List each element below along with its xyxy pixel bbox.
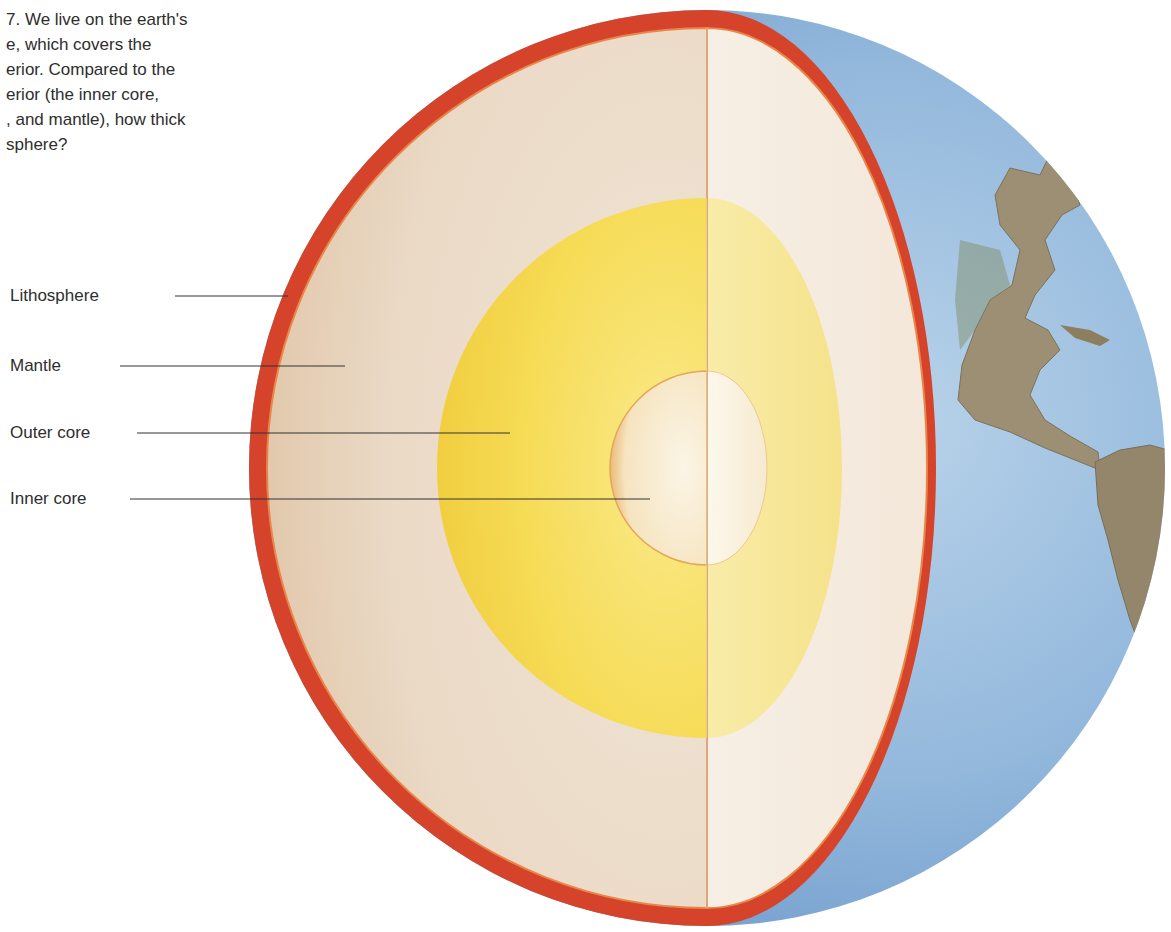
layer-label: Outer core <box>10 422 90 444</box>
lithosphere-right <box>707 10 936 926</box>
inner-core-right <box>707 371 767 565</box>
leader-lines <box>120 296 650 499</box>
layer-label: Mantle <box>10 355 61 377</box>
question-text: sphere? <box>6 134 67 156</box>
outer-core-left <box>437 198 707 738</box>
question-text: erior. Compared to the <box>6 59 175 81</box>
leader-line <box>175 295 288 296</box>
inner-core-left <box>610 371 707 565</box>
leader-line <box>137 432 510 433</box>
greenland <box>1010 40 1110 135</box>
lithosphere-left <box>249 10 707 926</box>
caribbean <box>1060 325 1110 346</box>
ocean <box>249 10 1165 926</box>
layer-label: Inner core <box>10 488 87 510</box>
question-text: 7. We live on the earth's <box>6 9 188 31</box>
layer-label: Lithosphere <box>10 285 99 307</box>
south-america <box>1095 445 1171 720</box>
cut-seam <box>707 28 708 908</box>
leader-line <box>120 365 345 366</box>
right-cut-face <box>707 10 936 926</box>
mantle-right <box>707 28 927 908</box>
land-shading <box>955 240 1010 350</box>
question-text: erior (the inner core, <box>6 84 159 106</box>
outer-core-right <box>707 198 842 738</box>
mantle-left <box>267 28 707 908</box>
leader-line <box>130 498 650 499</box>
question-text: e, which covers the <box>6 34 152 56</box>
question-text: , and mantle), how thick <box>6 109 186 131</box>
globe-surface <box>249 0 1171 926</box>
left-cut-face <box>249 10 707 926</box>
